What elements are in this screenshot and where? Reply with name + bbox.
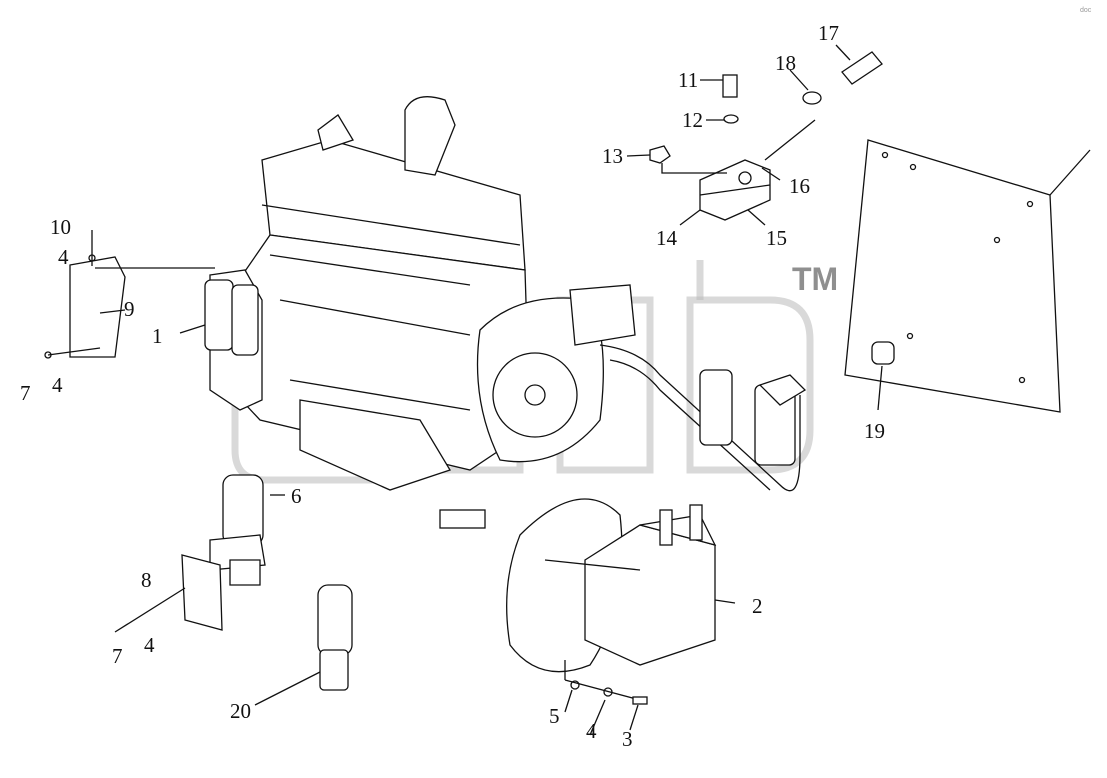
corner-mark: doc [1080,7,1092,14]
bracket-8 [181,554,223,631]
callout-5: 5 [549,704,560,728]
leader-lines [99,44,883,736]
callout-19: 19 [864,419,885,443]
bracket-9 [44,230,215,359]
nut-13 [649,145,671,164]
oil-filter-1 [204,279,234,351]
callout-3: 3 [622,727,633,751]
callout-9: 9 [124,297,135,321]
water-separator-6 [114,474,266,633]
starter-unit-2 [506,498,717,705]
callout-7-left: 7 [20,381,31,405]
callout-16: 16 [789,174,810,198]
bolt-17 [841,51,883,85]
flywheel-housing [476,284,636,463]
callout-10: 10 [50,215,71,239]
callout-15: 15 [766,226,787,250]
turbo-pipe [404,96,456,176]
callout-4-lower: 4 [144,633,155,657]
callout-4-bottom: 4 [586,719,597,743]
spacer-19 [871,341,895,365]
mounting-plate [844,139,1091,413]
callout-1: 1 [152,324,163,348]
fuel-filter-right [699,369,733,446]
watermark-trademark: TM [792,261,838,297]
callout-labels: 1 2 3 4 4 4 4 5 6 7 7 8 9 10 11 12 13 14… [20,21,885,751]
callout-18: 18 [775,51,796,75]
fuel-filter-20 [317,584,353,691]
callout-11: 11 [678,68,698,92]
callout-4-top: 4 [58,245,69,269]
callout-4-left: 4 [52,373,63,397]
clamp-assembly [649,51,883,221]
callout-14: 14 [656,226,678,250]
callout-2: 2 [752,594,763,618]
callout-7-lower: 7 [112,644,123,668]
callout-12: 12 [682,108,703,132]
callout-8: 8 [141,568,152,592]
callout-20: 20 [230,699,251,723]
bolt-11 [722,74,738,98]
coolant-hose-assembly [599,344,807,492]
washer-12 [723,114,739,124]
callout-17: 17 [818,21,839,45]
callout-13: 13 [602,144,623,168]
engine-block [204,96,531,529]
washer-18 [802,91,822,105]
callout-6: 6 [291,484,302,508]
